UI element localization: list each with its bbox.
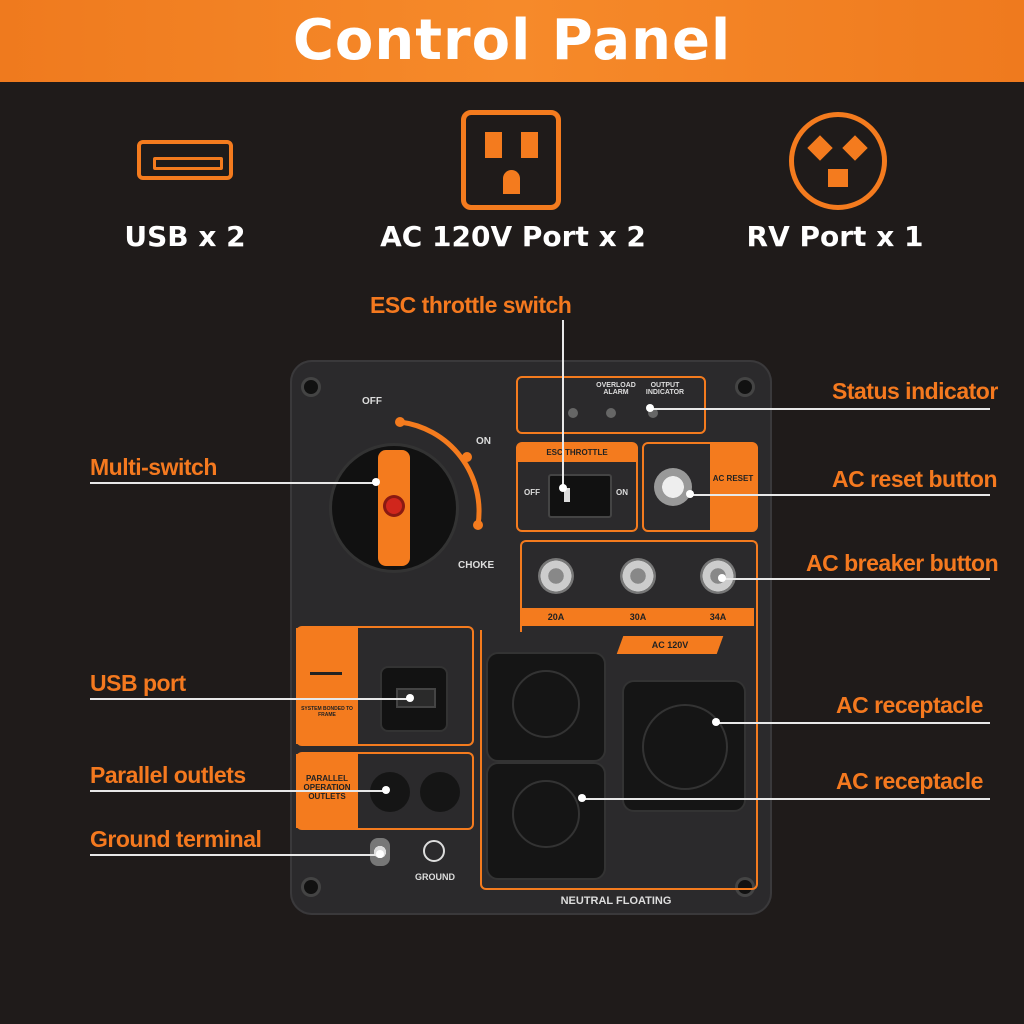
breaker-30a-button[interactable] [620, 558, 656, 594]
callout-dot [578, 794, 586, 802]
callout-ac-reset: AC reset button [832, 466, 998, 492]
callout-line [90, 698, 410, 700]
callout-ground-terminal: Ground terminal [90, 826, 262, 852]
callout-dot [559, 484, 567, 492]
screw-icon [738, 380, 752, 394]
ground-label: GROUND [415, 872, 455, 882]
esc-throttle-switch[interactable] [548, 474, 612, 518]
callout-ac-breaker: AC breaker button [806, 550, 999, 576]
breaker-20a-button[interactable] [538, 558, 574, 594]
parallel-outlet-left[interactable] [370, 772, 410, 812]
ac-reset-box: AC RESET [642, 442, 758, 532]
usb-box: SYSTEM BONDED TO FRAME [296, 626, 474, 746]
choke-label: CHOKE [458, 560, 495, 571]
callout-parallel-outlets: Parallel outlets [90, 762, 246, 788]
usb-note-label: SYSTEM BONDED TO FRAME [301, 706, 353, 718]
callout-esc-throttle: ESC throttle switch [370, 292, 572, 318]
esc-throttle-label-bg: ESC THROTTLE [518, 444, 636, 462]
ac-120v-label: AC 120V [651, 640, 689, 650]
ac-receptacle-bottom[interactable] [486, 762, 606, 880]
ac-outlet-icon [461, 110, 561, 210]
callout-line [90, 482, 376, 484]
callout-dot [406, 694, 414, 702]
rv-receptacle[interactable] [622, 680, 746, 812]
callout-dot [646, 404, 654, 412]
output-indicator-label: OUTPUT INDICATOR [645, 382, 685, 396]
ground-symbol-icon [423, 840, 445, 862]
ac-socket-icon [512, 780, 580, 848]
breaker-30a-label: 30A [629, 612, 647, 622]
screw-icon [304, 380, 318, 394]
rv-socket-icon [642, 704, 728, 790]
breaker-box [520, 540, 758, 632]
feature-usb-label: USB x 2 [124, 220, 246, 253]
multi-switch-arc [395, 417, 483, 530]
esc-throttle-label: ESC THROTTLE [546, 448, 608, 457]
callout-ac-receptacle-1: AC receptacle [836, 692, 983, 718]
callout-line [582, 798, 990, 800]
indicator-light [648, 408, 658, 418]
usb-icon [137, 140, 233, 180]
page-title: Control Panel [292, 8, 732, 73]
feature-rv-label: RV Port x 1 [746, 220, 924, 253]
callout-status-indicator: Status indicator [832, 378, 998, 404]
callout-line [690, 494, 990, 496]
callout-dot [382, 786, 390, 794]
callout-dot [376, 850, 384, 858]
switch-on-label: ON [476, 436, 491, 447]
callout-dot [712, 718, 720, 726]
overload-alarm-label: OVERLOAD ALARM [596, 382, 636, 396]
parallel-label: PARALLEL OPERATION OUTLETS [303, 774, 351, 801]
indicator-light [568, 408, 578, 418]
callout-line [562, 320, 564, 488]
breaker-34a-label: 34A [709, 612, 727, 622]
callout-line [722, 578, 990, 580]
throttle-off-label: OFF [524, 488, 540, 497]
throttle-on-label: ON [616, 488, 628, 497]
indicator-light [606, 408, 616, 418]
usb-label-bg: SYSTEM BONDED TO FRAME [296, 628, 358, 744]
callout-multi-switch: Multi-switch [90, 454, 217, 480]
ac-reset-label: AC RESET [712, 474, 754, 483]
ac-reset-button[interactable] [654, 468, 692, 506]
callout-line [716, 722, 990, 724]
callout-line [90, 790, 386, 792]
control-panel: OFF ON CHOKE OVERLOAD ALARM OUTPUT INDIC… [290, 360, 772, 915]
ac-receptacle-top[interactable] [486, 652, 606, 762]
callout-dot [718, 574, 726, 582]
breaker-20a-label: 20A [547, 612, 565, 622]
esc-throttle-box: ESC THROTTLE OFF ON [516, 442, 638, 532]
callout-dot [686, 490, 694, 498]
screw-icon [738, 880, 752, 894]
neutral-floating-label: NEUTRAL FLOATING [560, 895, 672, 907]
header-banner: Control Panel [0, 0, 1024, 82]
callout-line [90, 854, 380, 856]
callout-line [650, 408, 990, 410]
screw-icon [304, 880, 318, 894]
rv-outlet-icon [789, 112, 887, 210]
feature-ac-label: AC 120V Port x 2 [380, 220, 646, 253]
callout-dot [372, 478, 380, 486]
ac-outlet-box [480, 630, 758, 890]
ac-socket-icon [512, 670, 580, 738]
callout-usb-port: USB port [90, 670, 186, 696]
multi-switch-knob[interactable] [332, 446, 456, 570]
callout-ac-receptacle-2: AC receptacle [836, 768, 983, 794]
switch-off-label: OFF [362, 396, 382, 407]
ac-reset-label-bg: AC RESET [710, 444, 756, 530]
breaker-label-strip [520, 608, 754, 626]
status-indicator-box: OVERLOAD ALARM OUTPUT INDICATOR [516, 376, 706, 434]
usb-symbol-icon [310, 672, 342, 675]
parallel-outlet-right[interactable] [420, 772, 460, 812]
